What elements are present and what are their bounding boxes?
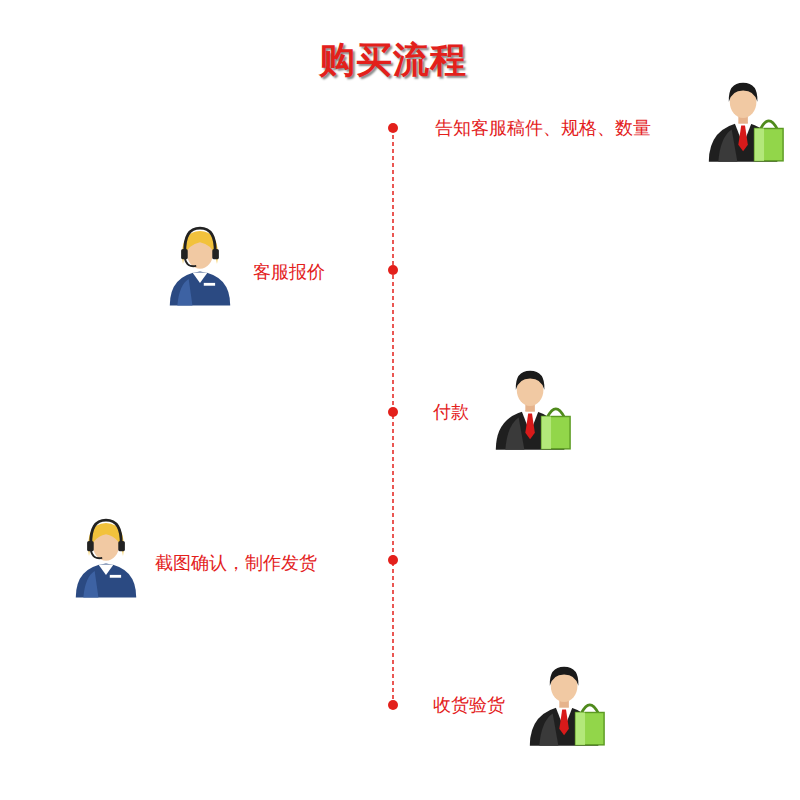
step-label: 截图确认，制作发货 <box>155 551 317 575</box>
step-label: 告知客服稿件、规格、数量 <box>435 116 651 140</box>
customer-icon <box>709 83 783 162</box>
service-icon <box>170 228 230 305</box>
step-dot <box>388 555 398 565</box>
step-dot <box>388 407 398 417</box>
customer-icon <box>496 371 570 450</box>
step-dot <box>388 700 398 710</box>
step-label: 客服报价 <box>253 260 325 284</box>
step-dot <box>388 123 398 133</box>
step-label: 收货验货 <box>433 693 505 717</box>
customer-icon <box>530 667 604 746</box>
step-label: 付款 <box>433 400 469 424</box>
diagram-title: 购买流程 <box>319 36 467 85</box>
step-dot <box>388 265 398 275</box>
service-icon <box>76 520 136 597</box>
